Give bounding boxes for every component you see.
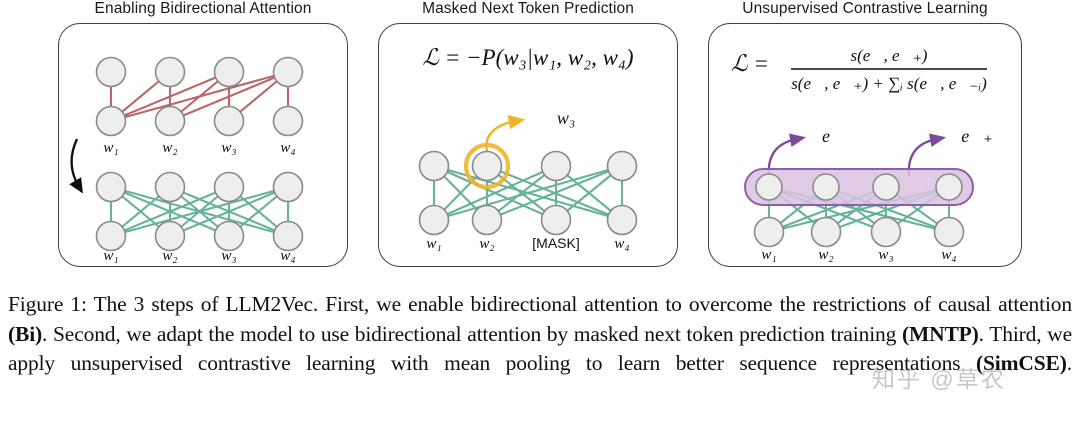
- mntp-token-labels: w₁ w₂ [MASK] w₄: [426, 235, 629, 252]
- panel-enabling-bidirectional-attention: Enabling Bidirectional Attention: [58, 0, 348, 267]
- figure-panels-row: Enabling Bidirectional Attention: [58, 0, 1022, 267]
- causal-token-labels: w₁ w₂ w₃ w₄: [103, 140, 295, 156]
- panel-box-simcse: ℒ = s(e⃗, e⃗₊) s(e⃗, e⃗₊) + ∑ᵢ s(e⃗, e⃗₋…: [708, 23, 1022, 267]
- token-label: w₃: [878, 247, 893, 263]
- token-label: w₂: [818, 247, 833, 263]
- token-label: w₁: [761, 247, 776, 263]
- diagram-mntp: ℒ = −P(w₃|w₁, w₂, w₄) w₃: [418, 45, 638, 252]
- token-label: w₂: [479, 236, 494, 252]
- token-label: w₁: [103, 248, 118, 264]
- diagram-simcse: ℒ = s(e⃗, e⃗₊) s(e⃗, e⃗₊) + ∑ᵢ s(e⃗, e⃗₋…: [731, 46, 993, 263]
- panel-box-mntp: ℒ = −P(w₃|w₁, w₂, w₄) w₃: [378, 23, 678, 267]
- caption-term: (MNTP): [901, 321, 979, 346]
- token-label: w₃: [221, 248, 236, 264]
- diagram-bi: w₁ w₂ w₃ w₄: [69, 56, 304, 264]
- caption-text: . Second, we adapt the model to use bidi…: [42, 321, 902, 346]
- caption-body: The 3 steps of LLM2Vec. First, we enable…: [8, 292, 1072, 375]
- simcse-nodes: [753, 173, 965, 248]
- embedding-label-e-plus: e⃗₊: [961, 126, 993, 146]
- caption-prefix: Figure 1:: [8, 292, 87, 316]
- bidirectional-attention-edges: [109, 185, 290, 238]
- caption-term: (Bi): [8, 321, 43, 346]
- causal-attention-nodes: [95, 56, 304, 137]
- causal-attention-edges: [109, 70, 290, 123]
- loss-formula-denominator: s(e⃗, e⃗₊) + ∑ᵢ s(e⃗, e⃗₋ᵢ): [791, 74, 987, 93]
- mntp-loss-formula: ℒ = −P(w₃|w₁, w₂, w₄): [422, 45, 633, 70]
- mntp-attention-edges: [432, 164, 624, 222]
- token-label: w₁: [426, 236, 441, 252]
- caption-term: (SimCSE): [975, 351, 1067, 375]
- token-label: w₁: [103, 140, 118, 156]
- curved-down-arrow-icon: [69, 138, 83, 194]
- caption-text: . Third, we apply unsupervised contrasti…: [8, 321, 1072, 376]
- token-label: w₄: [280, 140, 295, 156]
- token-label: w₄: [941, 247, 956, 263]
- loss-formula-numerator: s(e⃗, e⃗₊): [851, 46, 928, 65]
- token-label-mask: [MASK]: [532, 235, 579, 251]
- bidirectional-attention-nodes: [95, 171, 304, 252]
- figure-caption: Figure 1: The 3 steps of LLM2Vec. First,…: [8, 290, 1072, 379]
- token-label: w₂: [162, 140, 177, 156]
- panel-masked-next-token-prediction: Masked Next Token Prediction ℒ = −P(w₃|w…: [378, 0, 678, 267]
- panel-title-bi: Enabling Bidirectional Attention: [94, 0, 312, 17]
- token-label: w₄: [280, 248, 295, 264]
- panel-box-bi: w₁ w₂ w₃ w₄: [58, 23, 348, 267]
- prediction-label: w₃: [557, 108, 575, 128]
- token-label: w₃: [221, 140, 236, 156]
- token-label: w₂: [162, 248, 177, 264]
- panel-unsupervised-contrastive-learning: Unsupervised Contrastive Learning ℒ = s(…: [708, 0, 1022, 267]
- caption-text: .: [1066, 351, 1072, 375]
- embedding-label-e: e⃗: [822, 126, 844, 146]
- simcse-loss-formula: ℒ = s(e⃗, e⃗₊) s(e⃗, e⃗₊) + ∑ᵢ s(e⃗, e⃗₋…: [731, 46, 987, 93]
- loss-formula-lhs: ℒ =: [731, 51, 769, 76]
- caption-text: The 3 steps of LLM2Vec. First, we enable…: [86, 292, 1073, 316]
- loss-formula-text: ℒ = −P(w₃|w₁, w₂, w₄): [422, 45, 633, 70]
- token-label: w₄: [614, 236, 629, 252]
- panel-title-mntp: Masked Next Token Prediction: [422, 0, 634, 17]
- simcse-token-labels: w₁ w₂ w₃ w₄: [761, 247, 956, 263]
- highlight-ring-icon: [463, 142, 511, 190]
- mntp-nodes: [418, 150, 638, 236]
- bidir-token-labels: w₁ w₂ w₃ w₄: [103, 248, 295, 264]
- mean-pooling-capsule: [744, 168, 974, 206]
- panel-title-simcse: Unsupervised Contrastive Learning: [742, 0, 988, 17]
